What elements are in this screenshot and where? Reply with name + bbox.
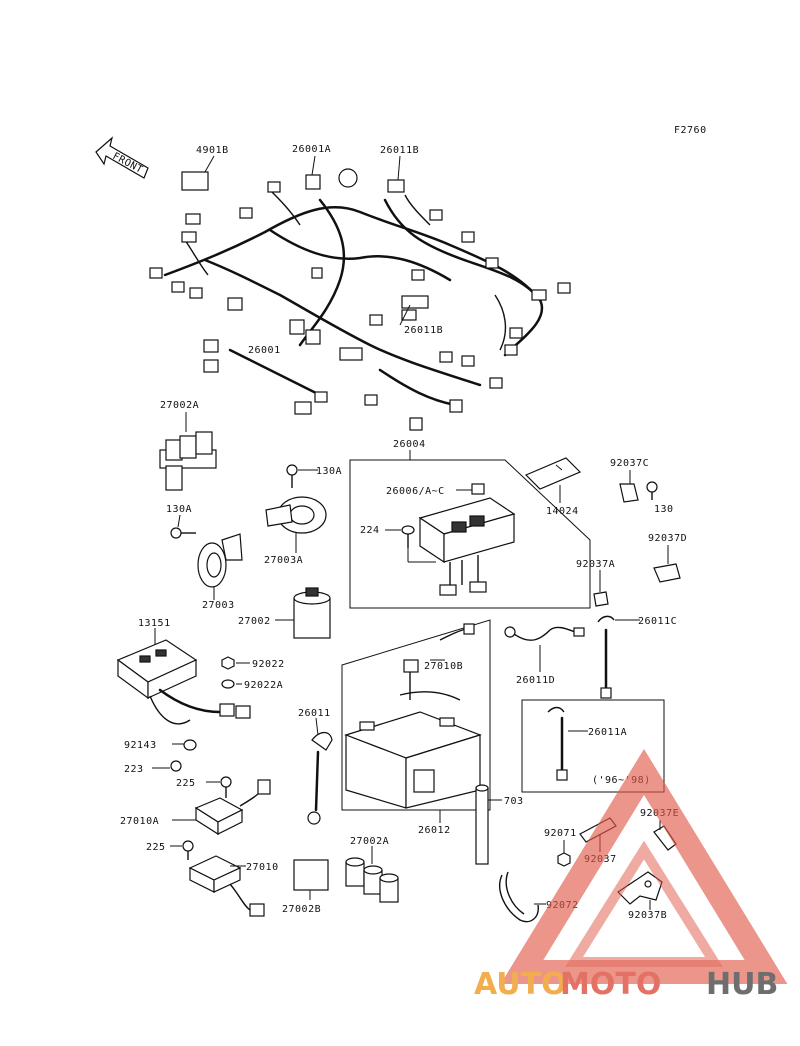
unit-27010 <box>188 855 265 917</box>
label-223: 223 <box>124 764 144 775</box>
cable-26011C <box>597 615 640 699</box>
label-26012: 26012 <box>418 825 451 836</box>
washer-92022A <box>221 679 242 689</box>
label-26001: 26001 <box>248 345 281 356</box>
watermark-text-hub: HUB <box>706 967 778 1002</box>
note-year: ('96~'98) <box>592 775 651 786</box>
screw-225-2 <box>170 840 194 860</box>
watermark-text-moto: MOTO <box>560 967 661 1002</box>
box-26011A <box>521 699 665 793</box>
label-27010B: 27010B <box>424 661 463 672</box>
label-92037A: 92037A <box>576 559 615 570</box>
label-26011C: 26011C <box>638 616 677 627</box>
label-92022: 92022 <box>252 659 285 670</box>
label-27010A: 27010A <box>120 816 159 827</box>
screw-224 <box>385 525 436 563</box>
label-130A-1: 130A <box>316 466 342 477</box>
label-225-2: 225 <box>146 842 166 853</box>
label-26011: 26011 <box>298 708 331 719</box>
box-26012 <box>341 619 491 811</box>
label-26011B-top: 26011B <box>380 145 419 156</box>
front-arrow: FRONT <box>95 136 149 179</box>
label-92071: 92071 <box>544 828 577 839</box>
band-92072 <box>499 871 546 923</box>
nut-92022 <box>221 656 250 670</box>
label-26006: 26006/A~C <box>386 486 445 497</box>
label-26011A: 26011A <box>588 727 627 738</box>
front-arrow-label: FRONT <box>111 151 145 176</box>
label-27002A-top: 27002A <box>160 400 199 411</box>
figure-code: F2760 <box>674 125 707 136</box>
relay-27002A-top <box>159 412 217 491</box>
relay-27002A-bottom <box>345 846 399 903</box>
label-130: 130 <box>654 504 674 515</box>
cable-26011D <box>504 626 585 672</box>
junction-box-26006 <box>418 483 516 596</box>
label-card-14024 <box>524 457 582 503</box>
clamp-92037C <box>619 470 639 503</box>
label-27002B: 27002B <box>282 904 321 915</box>
unit-27010A <box>172 779 271 836</box>
label-26011D: 26011D <box>516 675 555 686</box>
label-27003A: 27003A <box>264 555 303 566</box>
bolt-130A-2 <box>170 514 196 539</box>
horn-27003A <box>265 496 327 553</box>
label-26011B-mid: 26011B <box>404 325 443 336</box>
label-13151: 13151 <box>138 618 171 629</box>
tube-703 <box>475 784 502 865</box>
label-27002A-bottom: 27002A <box>350 836 389 847</box>
relay-27002 <box>275 587 331 639</box>
label-26001A: 26001A <box>292 144 331 155</box>
bracket-92037D <box>653 545 681 583</box>
box-26004 <box>349 459 591 609</box>
unit-13151 <box>116 628 251 725</box>
label-92037D: 92037D <box>648 533 687 544</box>
label-26004: 26004 <box>393 439 426 450</box>
bolt-130A-1 <box>286 464 318 488</box>
label-14024: 14024 <box>546 506 579 517</box>
battery <box>344 623 482 823</box>
horn-27003 <box>197 533 243 600</box>
watermark: AUTO MOTO HUB <box>474 748 788 1002</box>
label-4901B: 4901B <box>196 145 229 156</box>
relay-27002B <box>293 859 329 900</box>
label-130A-2: 130A <box>166 504 192 515</box>
label-224: 224 <box>360 525 380 536</box>
label-92037C: 92037C <box>610 458 649 469</box>
screw-225-1 <box>206 776 232 798</box>
grommet-92143 <box>172 739 197 751</box>
label-27010: 27010 <box>246 862 279 873</box>
label-92143: 92143 <box>124 740 157 751</box>
label-92022A: 92022A <box>244 680 283 691</box>
clip-92037A <box>593 570 609 607</box>
label-703: 703 <box>504 796 524 807</box>
cable-26011A <box>547 706 588 781</box>
label-225-1: 225 <box>176 778 196 789</box>
bolt-130 <box>646 481 658 500</box>
nut-92071 <box>557 840 571 867</box>
cable-26011 <box>307 717 333 825</box>
screw-223 <box>152 760 182 772</box>
label-92037B: 92037B <box>628 910 667 921</box>
label-27002: 27002 <box>238 616 271 627</box>
watermark-triangle-icon <box>500 748 788 984</box>
watermark-inner-triangle-icon <box>564 840 724 967</box>
bracket-92037B <box>617 871 663 910</box>
main-harness <box>149 168 571 431</box>
label-27003: 27003 <box>202 600 235 611</box>
watermark-text-auto: AUTO <box>474 967 567 1002</box>
